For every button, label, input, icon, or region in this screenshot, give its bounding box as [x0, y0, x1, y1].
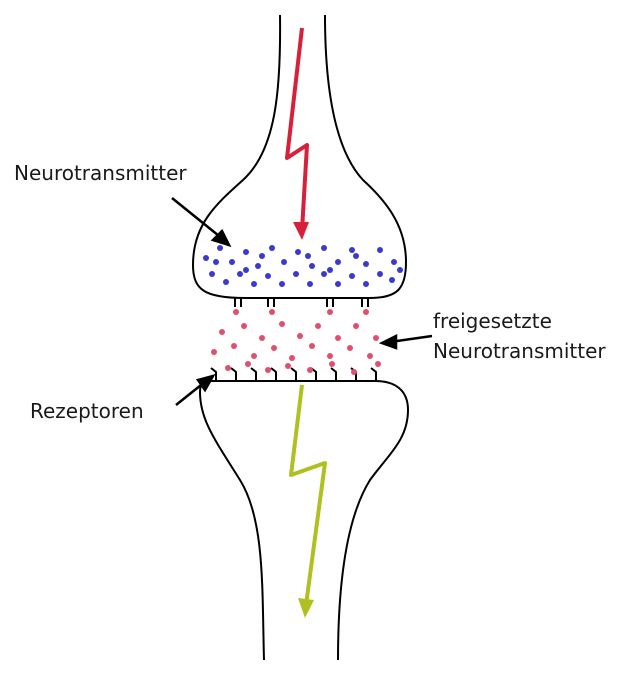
vesicle-dot: [259, 253, 265, 259]
vesicle-dot: [295, 249, 301, 255]
released-neurotransmitters: [211, 309, 395, 375]
released-dot: [309, 343, 315, 349]
postsynaptic-neuron-outline: [200, 381, 408, 660]
released-dot: [265, 367, 271, 373]
vesicle-dot: [203, 255, 209, 261]
released-dot: [367, 353, 373, 359]
vesicle-dot: [251, 281, 257, 287]
vesicle-dot: [293, 271, 299, 277]
receptor: [371, 368, 376, 381]
vesicle-dot: [335, 281, 341, 287]
released-dot: [353, 323, 359, 329]
released-dot: [363, 309, 369, 315]
released-dot: [241, 323, 247, 329]
vesicle-dot: [255, 263, 261, 269]
vesicle-dot: [321, 271, 327, 277]
released-dot: [251, 353, 257, 359]
neurotransmitter-label: Neurotransmitter: [14, 161, 187, 185]
released-dot: [219, 329, 225, 335]
released-dot: [335, 335, 341, 341]
vesicle-dot: [281, 259, 287, 265]
released-dot: [327, 353, 333, 359]
release-sites: [235, 298, 368, 307]
released-dot: [211, 349, 217, 355]
vesicle-dot: [363, 281, 369, 287]
receptor: [231, 368, 236, 381]
released-dot: [329, 361, 335, 367]
released-dot: [259, 335, 265, 341]
released-dot: [351, 369, 357, 375]
vesicle-dot: [305, 253, 311, 259]
vesicle-dot: [217, 245, 223, 251]
released-dot: [289, 355, 295, 361]
vesicle-dot: [279, 281, 285, 287]
vesicle-dot: [265, 273, 271, 279]
released-dot: [225, 365, 231, 371]
vesicle-dot: [229, 259, 235, 265]
vesicle-dot: [335, 259, 341, 265]
vesicle-dot: [209, 271, 215, 277]
released-dot: [285, 363, 291, 369]
released-dot: [327, 309, 333, 315]
vesicle-dot: [397, 267, 403, 273]
released-dot: [297, 333, 303, 339]
receptor: [331, 368, 336, 381]
vesicle-dot: [353, 253, 359, 259]
incoming-signal-arrow: [287, 28, 309, 240]
released-dot: [375, 361, 381, 367]
receptor: [291, 368, 296, 381]
receptor: [251, 368, 256, 381]
released-dot: [231, 343, 237, 349]
released-dot: [233, 309, 239, 315]
released-neurotransmitter-label-line1: freigesetzte: [433, 309, 552, 333]
vesicle-dot: [377, 247, 383, 253]
vesicle-dot: [307, 281, 313, 287]
outgoing-signal-arrow: [291, 385, 325, 618]
released-neurotransmitter-label-line2: Neurotransmitter: [433, 339, 606, 363]
vesicle-dot: [377, 271, 383, 277]
vesicle-dot: [309, 263, 315, 269]
vesicle-dot: [223, 279, 229, 285]
vesicle-dot: [327, 267, 333, 273]
vesicle-dot: [363, 261, 369, 267]
vesicle-neurotransmitters: [203, 245, 403, 287]
vesicle-dot: [321, 245, 327, 251]
vesicle-dot: [389, 277, 395, 283]
vesicle-dot: [269, 245, 275, 251]
vesicle-dot: [213, 259, 219, 265]
released-dot: [269, 309, 275, 315]
receptors-label: Rezeptoren: [30, 399, 144, 423]
released-dot: [373, 335, 379, 341]
vesicle-dot: [349, 273, 355, 279]
released-dot: [245, 361, 251, 367]
released-dot: [315, 323, 321, 329]
vesicle-dot: [391, 259, 397, 265]
vesicle-dot: [349, 247, 355, 253]
vesicle-dot: [237, 271, 243, 277]
released-dot: [271, 345, 277, 351]
vesicle-dot: [243, 249, 249, 255]
receptors: [211, 368, 376, 381]
vesicle-dot: [243, 267, 249, 273]
released-dot: [347, 345, 353, 351]
released-dot: [307, 367, 313, 373]
released-dot: [279, 321, 285, 327]
receptor: [271, 368, 276, 381]
